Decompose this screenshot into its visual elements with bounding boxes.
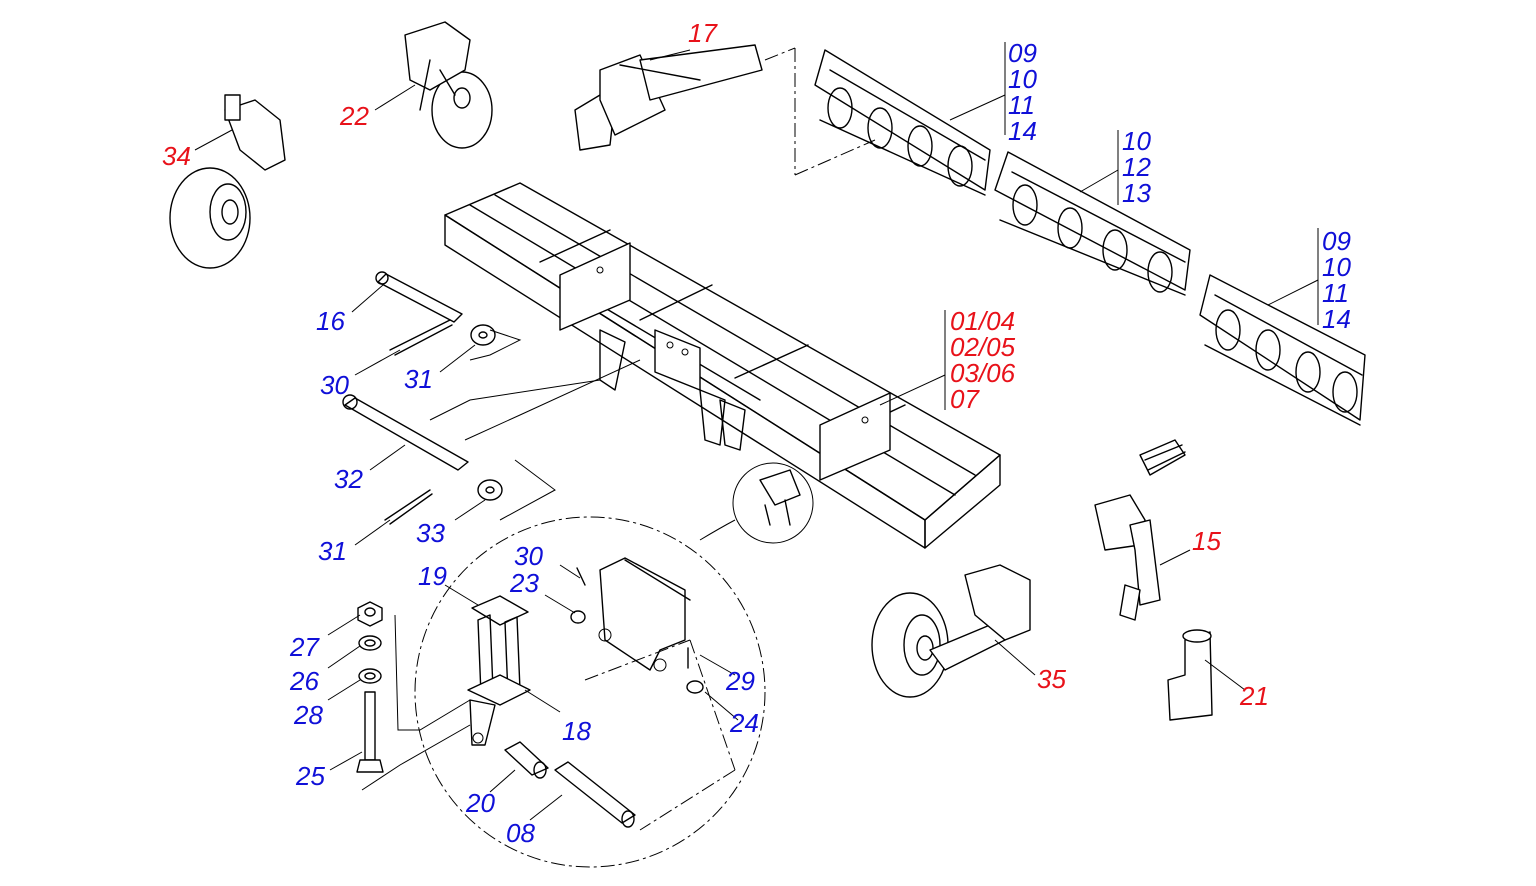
roller-assembly-2: 10 12 13 [994, 126, 1191, 296]
callout-31-b: 31 [318, 536, 347, 566]
callout-30: 30 [320, 370, 349, 400]
drawbar-17: 17 [574, 18, 763, 151]
callout-roller2-12: 12 [1122, 152, 1151, 182]
callout-07: 07 [950, 384, 980, 414]
callout-34: 34 [162, 141, 191, 171]
callout-29: 29 [725, 666, 755, 696]
callout-33: 33 [416, 518, 445, 548]
callout-19: 19 [418, 561, 447, 591]
callout-26: 26 [289, 666, 319, 696]
callout-30-b: 30 [514, 541, 543, 571]
callout-22: 22 [339, 101, 369, 131]
roller-assembly-3: 09 10 11 14 [1199, 226, 1366, 426]
callout-roller1-09: 09 [1008, 38, 1037, 68]
callout-15: 15 [1192, 526, 1221, 556]
callout-roller3-10: 10 [1322, 252, 1351, 282]
callout-08: 08 [506, 818, 535, 848]
callout-21: 21 [1239, 681, 1269, 711]
callout-16: 16 [316, 306, 345, 336]
callout-18: 18 [562, 716, 591, 746]
disc-coulter-22: 22 [339, 21, 493, 149]
callout-31: 31 [404, 364, 433, 394]
bolt-stack: 27 26 28 25 [289, 601, 471, 791]
callout-23: 23 [509, 568, 539, 598]
callout-roller2-13: 13 [1122, 178, 1151, 208]
depth-wheel-34: 34 [162, 94, 286, 269]
callout-35: 35 [1037, 664, 1066, 694]
pins-left: 16 30 31 32 33 31 [316, 271, 641, 566]
depth-wheel-35: 35 [871, 564, 1066, 698]
callout-roller1-11: 11 [1008, 90, 1035, 120]
main-frame [444, 182, 1001, 549]
callout-28: 28 [293, 700, 323, 730]
callout-roller3-09: 09 [1322, 226, 1351, 256]
frame-callouts: 01/04 02/05 03/06 07 [879, 306, 1016, 414]
detail-view: 19 30 23 29 18 24 20 08 [414, 462, 814, 868]
roller-assembly-1: 09 10 11 14 [814, 38, 1037, 196]
callout-01-04: 01/04 [950, 306, 1015, 336]
callout-20: 20 [465, 788, 495, 818]
callout-32: 32 [334, 464, 363, 494]
sleeve-21: 21 [1167, 629, 1269, 721]
tine-15: 15 [1094, 439, 1221, 621]
callout-27: 27 [289, 632, 320, 662]
callout-24: 24 [729, 708, 759, 738]
callout-roller3-11: 11 [1322, 278, 1349, 308]
callout-17: 17 [688, 18, 718, 48]
callout-roller1-14: 14 [1008, 116, 1037, 146]
callout-roller2-10: 10 [1122, 126, 1151, 156]
callout-roller1-10: 10 [1008, 64, 1037, 94]
callout-25: 25 [295, 761, 325, 791]
callout-02-05: 02/05 [950, 332, 1016, 362]
callout-03-06: 03/06 [950, 358, 1016, 388]
callout-roller3-14: 14 [1322, 304, 1351, 334]
